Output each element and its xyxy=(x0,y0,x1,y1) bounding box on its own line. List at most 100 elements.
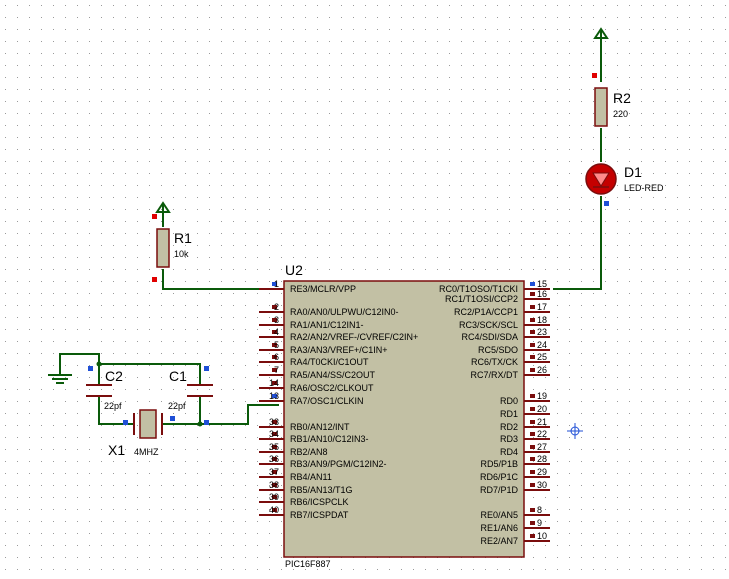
pin-name: RB3/AN9/PGM/C12IN2- xyxy=(290,459,387,469)
resistor-r2[interactable]: R2 220 xyxy=(592,73,631,127)
pin-number: 29 xyxy=(537,467,547,477)
pin-number: 20 xyxy=(537,404,547,414)
junction-dot xyxy=(197,421,203,427)
ground-symbol[interactable] xyxy=(48,374,72,384)
pin-number: 34 xyxy=(269,429,279,439)
pin-number: 30 xyxy=(537,480,547,490)
r1-value: 10k xyxy=(174,249,189,259)
c1-value: 22pf xyxy=(168,401,186,411)
wire-c2-crystal xyxy=(98,397,134,425)
pin-name: RA3/AN3/VREF+/C1IN+ xyxy=(290,345,388,355)
led-d1[interactable]: D1 LED-RED xyxy=(585,163,664,206)
pin-name: RD2 xyxy=(500,422,518,432)
pin-name: RA6/OSC2/CLKOUT xyxy=(290,383,374,393)
pin-marker xyxy=(272,483,277,487)
pin-marker xyxy=(272,355,277,359)
d1-ref: D1 xyxy=(624,164,642,180)
pin-marker xyxy=(272,445,277,449)
pin-name: RC7/RX/DT xyxy=(470,370,518,380)
pin-number: 13 xyxy=(269,391,279,401)
pin-name: RC2/P1A/CCP1 xyxy=(454,307,518,317)
u2-ref: U2 xyxy=(285,262,303,278)
pin-name: RA0/AN0/ULPWU/C12IN0- xyxy=(290,307,399,317)
pin-number: 6 xyxy=(274,352,279,362)
pin-number: 40 xyxy=(269,505,279,515)
pin-marker xyxy=(272,343,277,347)
capacitor-c1[interactable]: C1 22pf xyxy=(168,366,213,425)
pin-marker xyxy=(272,394,277,398)
pin-marker xyxy=(272,305,277,309)
pin-name: RC0/T1OSO/T1CKI xyxy=(439,284,518,294)
pin-marker xyxy=(530,457,535,461)
u2-part: PIC16F887 xyxy=(285,559,331,569)
pin-name: RB6/ICSPCLK xyxy=(290,497,349,507)
pin-name: RC6/TX/CK xyxy=(471,357,518,367)
crosshair-cursor-icon xyxy=(567,423,583,439)
pin-marker xyxy=(530,483,535,487)
c1-ref: C1 xyxy=(169,368,187,384)
pin-name: RA1/AN1/C12IN1- xyxy=(290,320,364,330)
junction-dot xyxy=(96,361,102,367)
pin-marker xyxy=(530,282,535,286)
pin-number: 39 xyxy=(269,492,279,502)
pin-marker xyxy=(88,366,93,371)
pin-name: RB5/AN13/T1G xyxy=(290,485,353,495)
pin-number: 16 xyxy=(537,289,547,299)
pin-number: 27 xyxy=(537,442,547,452)
pin-name: RA7/OSC1/CLKIN xyxy=(290,396,364,406)
pin-marker xyxy=(272,381,277,385)
pin-name: RB0/AN12/INT xyxy=(290,422,350,432)
crystal-x1[interactable]: X1 4MHZ xyxy=(108,409,175,458)
pin-name: RD1 xyxy=(500,409,518,419)
pin-name: RB4/AN11 xyxy=(290,472,332,482)
pin-marker xyxy=(530,343,535,347)
pin-marker xyxy=(272,495,277,499)
c2-value: 22pf xyxy=(104,401,122,411)
power-terminal-d1[interactable] xyxy=(593,27,609,42)
capacitor-c2[interactable]: C2 22pf xyxy=(86,366,123,411)
pin-marker xyxy=(530,368,535,372)
power-terminal-r1[interactable] xyxy=(155,201,171,216)
resistor-r1[interactable]: R1 10k xyxy=(152,214,192,282)
